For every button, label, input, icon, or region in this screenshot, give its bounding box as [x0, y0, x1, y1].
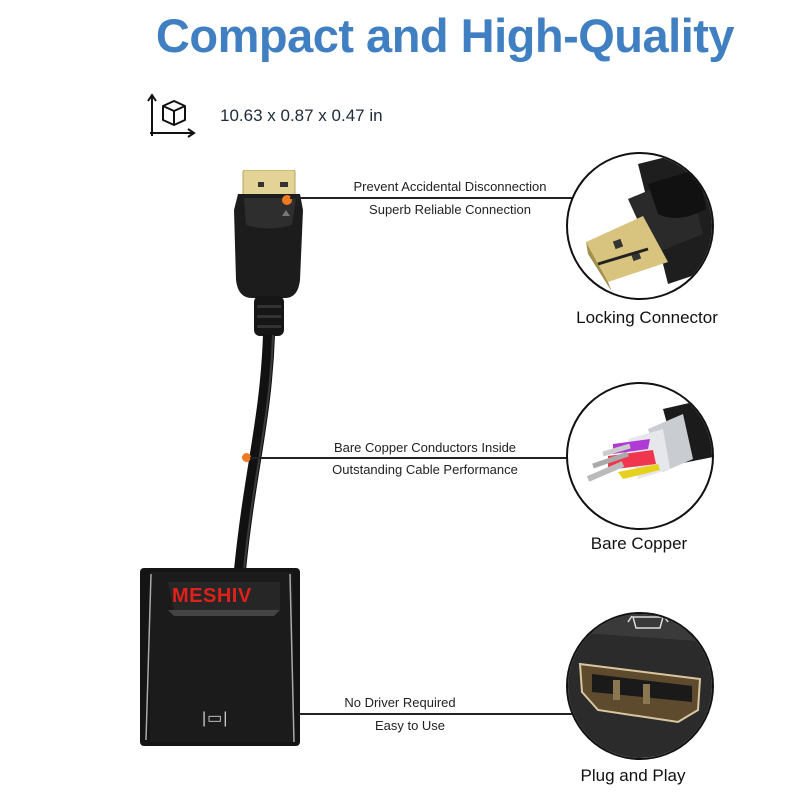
callout-text-2b: Outstanding Cable Performance: [332, 462, 518, 477]
callout-line: [298, 713, 572, 715]
marker-dot: [282, 195, 292, 205]
marker-dot: [242, 453, 251, 462]
callout-text-2a: Bare Copper Conductors Inside: [333, 440, 517, 455]
callout-line: [290, 197, 572, 199]
page-title: Compact and High-Quality: [155, 9, 735, 62]
port-closeup: [566, 612, 714, 760]
port-glyph: |▭|: [202, 710, 229, 727]
callout-text-3a: No Driver Required: [344, 695, 456, 710]
locking-connector-closeup: [566, 152, 714, 300]
feature-label-locking: Locking Connector: [576, 308, 718, 327]
callout-text-3b: Easy to Use: [374, 718, 446, 733]
feature-label-copper: Bare Copper: [590, 534, 688, 553]
feature-label-plug-play: Plug and Play: [580, 766, 686, 785]
bare-copper-closeup: [566, 382, 714, 530]
callout-text-1b: Superb Reliable Connection: [369, 202, 531, 217]
dimensions-text: 10.63 x 0.87 x 0.47 in: [220, 106, 383, 125]
adapter-product-image: [140, 170, 320, 750]
callout-line: [250, 457, 572, 459]
dimension-box-icon: [147, 92, 197, 140]
callout-text-1a: Prevent Accidental Disconnection: [353, 179, 547, 194]
brand-logo: MESHIV: [172, 585, 252, 607]
